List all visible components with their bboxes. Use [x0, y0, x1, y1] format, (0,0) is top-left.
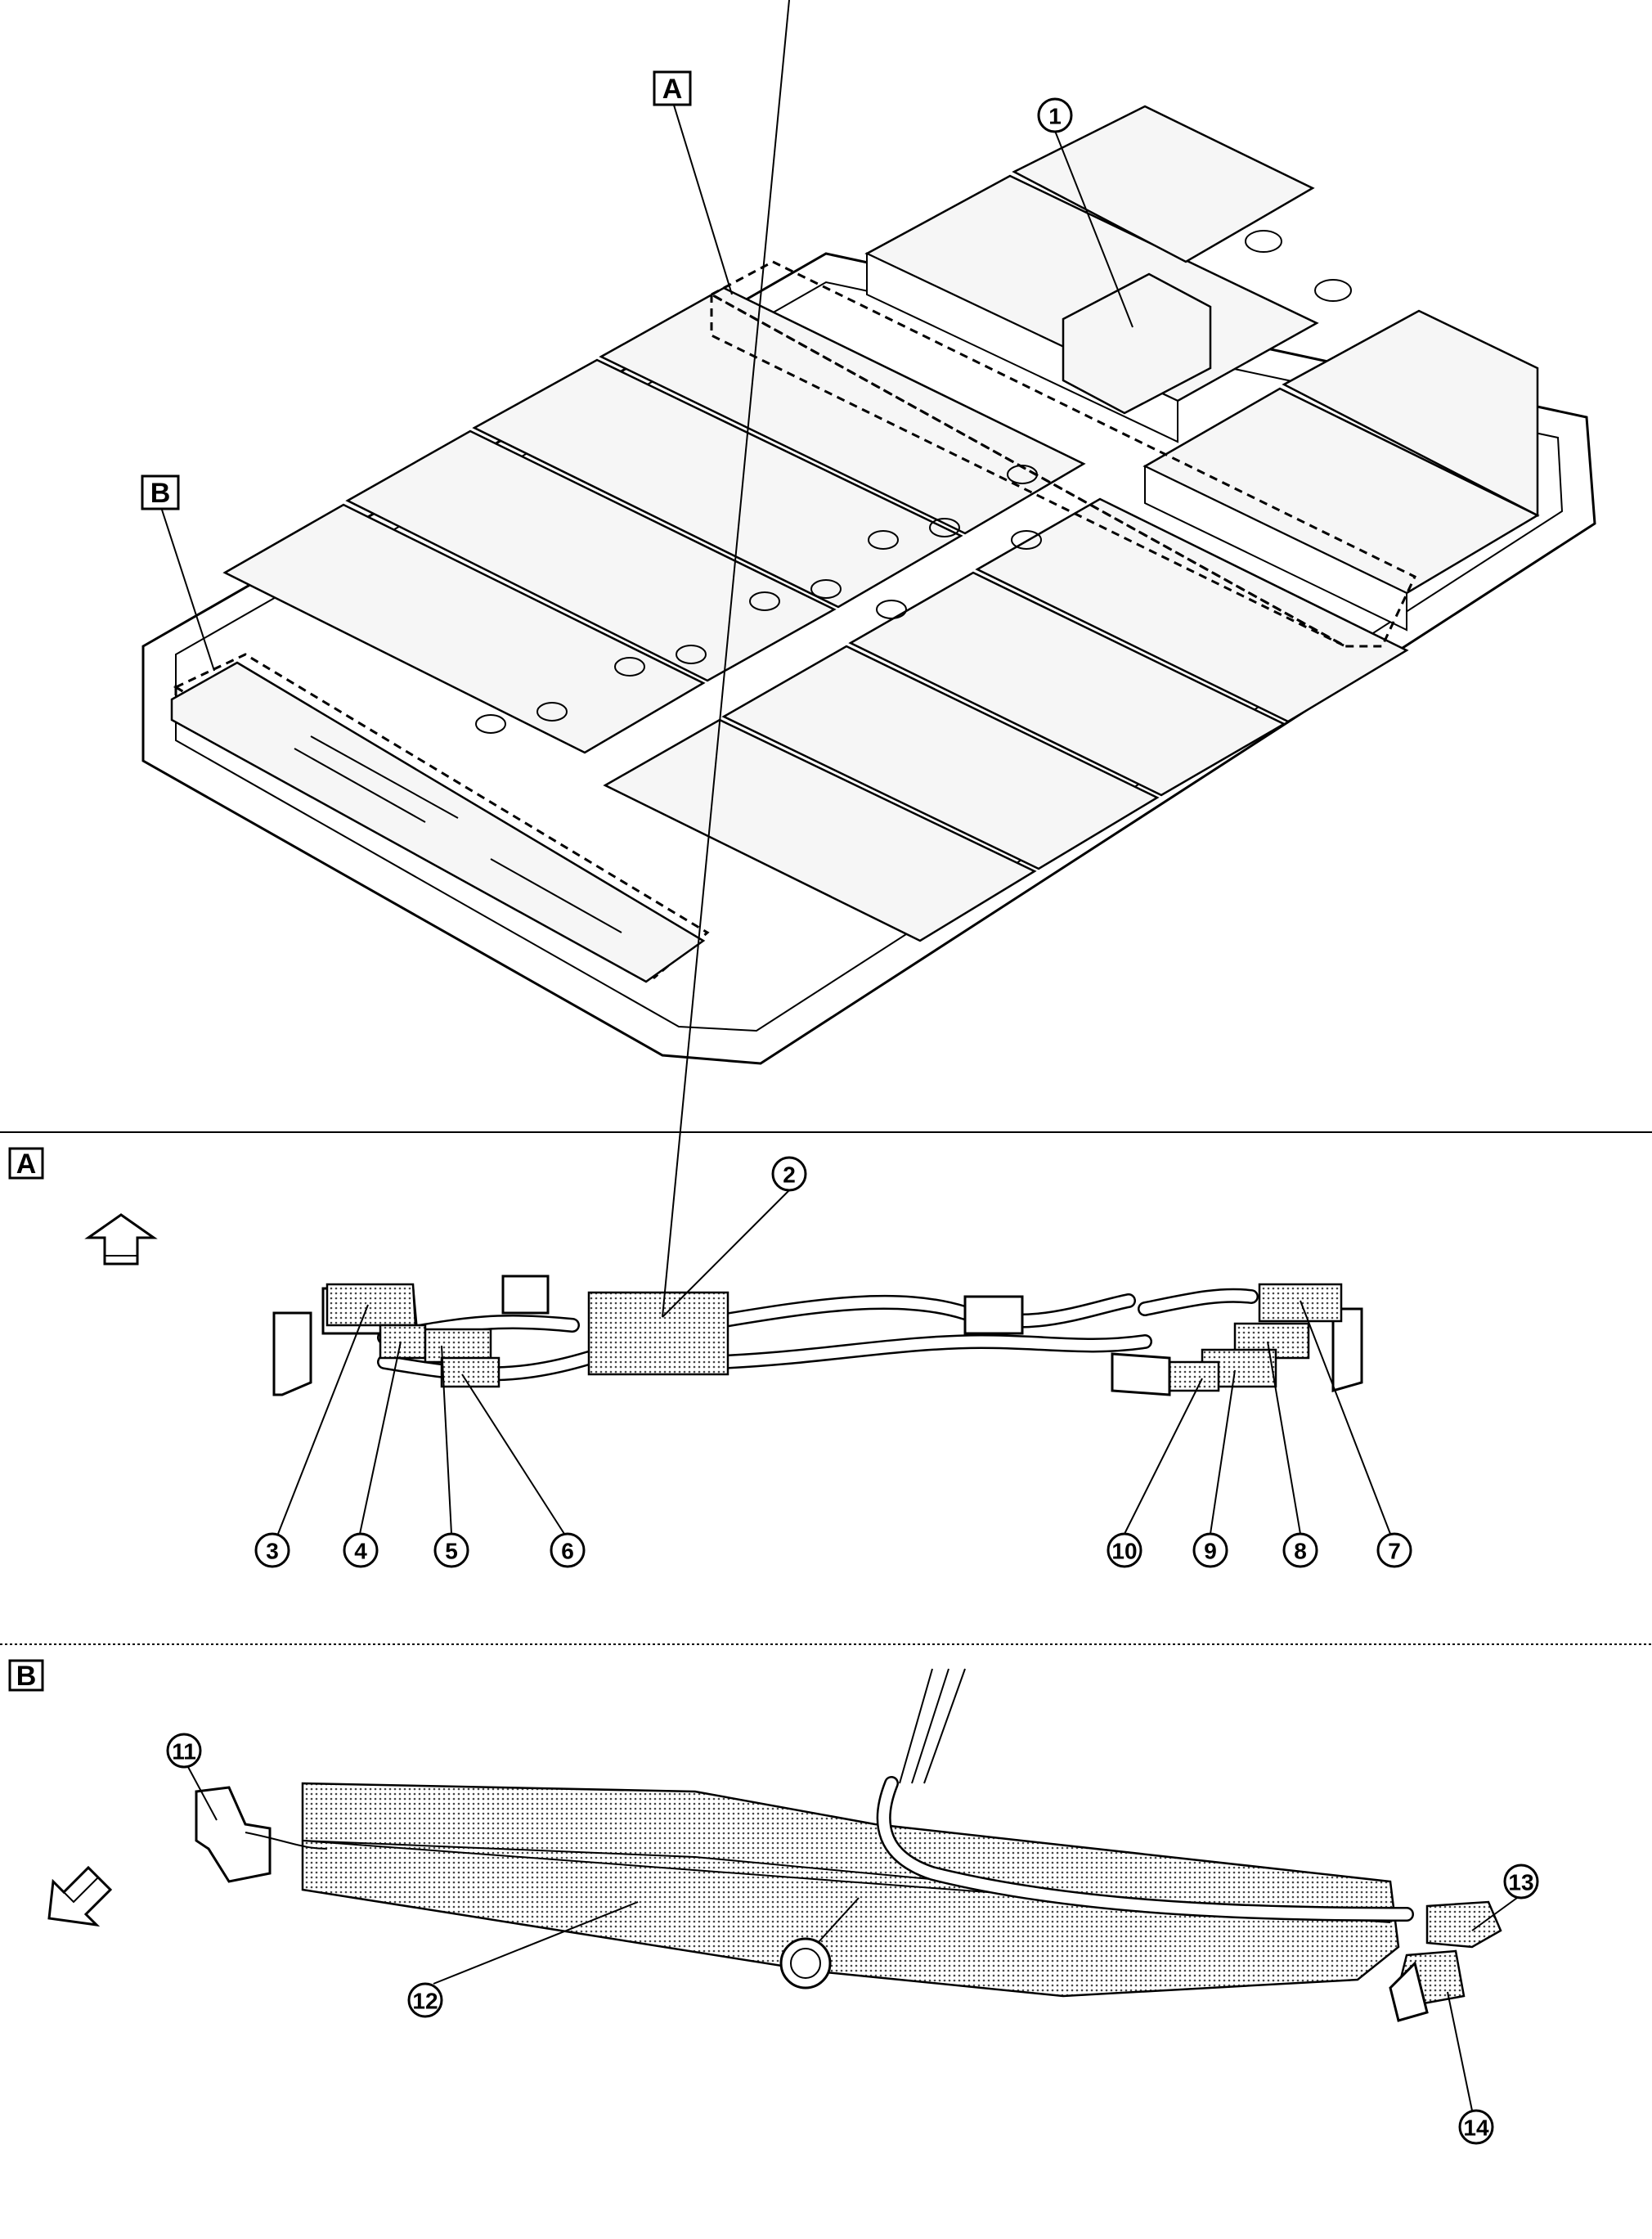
service-plug-bracket [1062, 272, 1212, 415]
bracket-right [1331, 1307, 1363, 1392]
callout-10: 10 [1111, 1539, 1137, 1564]
front-arrow-icon [84, 1213, 158, 1266]
bracket-left [272, 1311, 312, 1396]
callout-6: 6 [561, 1539, 574, 1564]
connector-6 [440, 1356, 501, 1388]
connector-3 [325, 1283, 417, 1327]
callout-3: 3 [266, 1539, 279, 1564]
view-label-a: A [16, 1149, 37, 1180]
junction-box-12 [301, 1782, 1400, 1998]
view-label-b: B [16, 1661, 37, 1692]
grommet [779, 1937, 832, 1989]
junction-box-front [170, 661, 706, 983]
section-label-a: A [662, 74, 683, 105]
view-a-panel: A [8, 0, 1412, 1568]
callout-11: 11 [172, 1739, 196, 1765]
callout-1: 1 [1048, 104, 1062, 129]
callout-9: 9 [1204, 1539, 1217, 1564]
module-cell-marks [475, 230, 1352, 734]
callout-14: 14 [1463, 2115, 1489, 2141]
callout-2: 2 [783, 1162, 796, 1188]
section-label-b: B [150, 478, 171, 509]
module-row-front [222, 286, 1086, 754]
front-arrow-icon [47, 1865, 113, 1927]
region-b-outline [173, 653, 710, 979]
callout-8: 8 [1294, 1539, 1307, 1564]
module-row-rear [603, 497, 1409, 942]
connector-4 [379, 1324, 427, 1360]
connector-11 [195, 1786, 272, 1883]
battery-pack-overview: A B 1 [141, 70, 1596, 1065]
callout-12: 12 [412, 1989, 438, 2014]
high-voltage-harness-a [377, 1288, 1259, 1382]
connector-10 [1168, 1360, 1220, 1392]
callout-5: 5 [445, 1539, 458, 1564]
callout-4: 4 [354, 1539, 367, 1564]
connector-13 [1425, 1900, 1502, 1949]
callout-7: 7 [1388, 1539, 1401, 1564]
junction-2 [587, 1291, 729, 1376]
view-b-panel: B 11 12 [8, 1659, 1539, 2145]
callout-13: 13 [1508, 1870, 1533, 1895]
